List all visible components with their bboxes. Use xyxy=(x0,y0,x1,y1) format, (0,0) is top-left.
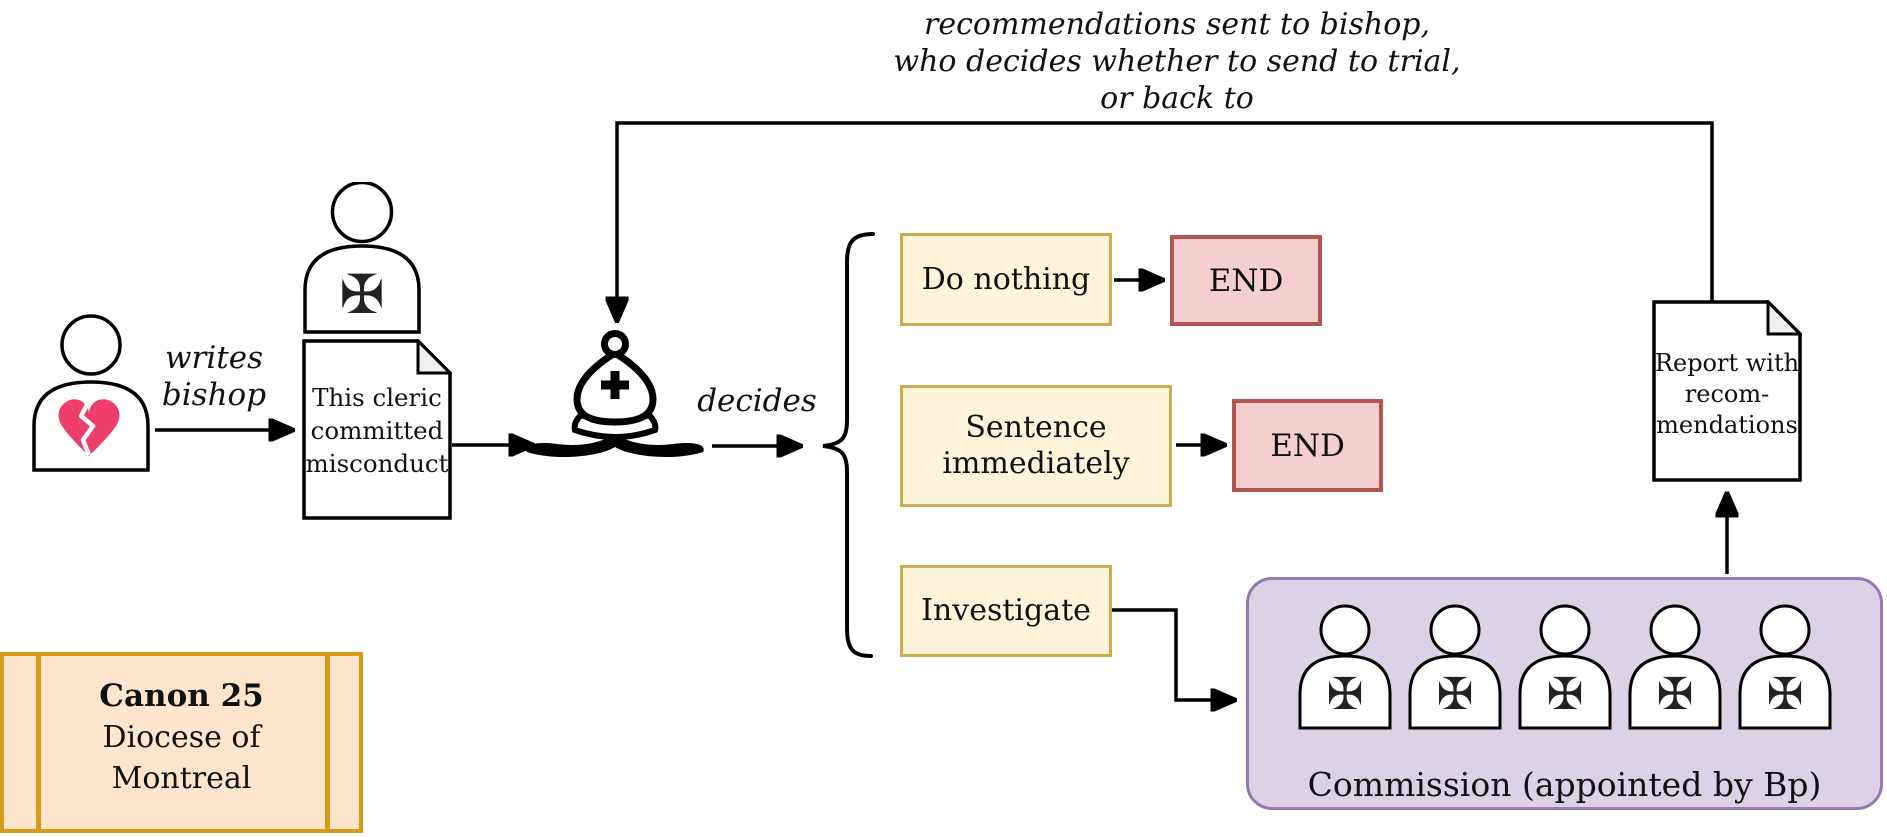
cleric-body xyxy=(1628,654,1722,730)
commission-member-cleric-icon: ✠ xyxy=(1408,604,1502,730)
end-node-1: END xyxy=(1170,235,1322,326)
cleric-body xyxy=(1408,654,1502,730)
end-node-2: END xyxy=(1232,399,1383,492)
caption-line: recommendations sent to bishop, xyxy=(923,7,1430,42)
commission-member-cleric-icon: ✠ xyxy=(1628,604,1722,730)
legend-rule-right xyxy=(325,656,330,829)
caption-line: or back to xyxy=(1100,81,1254,116)
writes-label-line: writes xyxy=(165,340,263,376)
cleric-body xyxy=(1738,654,1832,730)
legend-title: Canon 25 xyxy=(99,678,264,714)
cleric-head xyxy=(1759,604,1811,656)
decision-brace xyxy=(822,232,875,658)
caption-line: who decides whether to send to trial, xyxy=(893,44,1461,79)
complaint-text: This cleric committed misconduct xyxy=(302,381,452,480)
cleric-head xyxy=(1649,604,1701,656)
bishop-chess-icon xyxy=(526,330,704,458)
doc-line: This cleric xyxy=(312,383,442,412)
cleric-body xyxy=(1298,654,1392,730)
page-fold xyxy=(416,337,454,375)
legend-canon-box: Canon 25 Diocese of Montreal xyxy=(0,652,363,833)
maltese-cross-icon: ✠ xyxy=(1327,669,1364,720)
option-investigate: Investigate xyxy=(900,565,1112,657)
commission-members: ✠ ✠ ✠ ✠ ✠ xyxy=(1295,604,1835,730)
legend-line: Montreal xyxy=(111,761,252,796)
cleric-head xyxy=(1319,604,1371,656)
option-sentence-immediately: Sentence immediately xyxy=(900,385,1172,507)
legend-rule-left xyxy=(36,656,41,829)
legend-line: Diocese of xyxy=(102,720,261,755)
doc-line: Report with xyxy=(1654,349,1800,377)
decides-label: decides xyxy=(697,383,817,419)
commission-member-cleric-icon: ✠ xyxy=(1298,604,1392,730)
maltese-cross-icon: ✠ xyxy=(1657,669,1694,720)
writes-bishop-label: writes bishop xyxy=(158,340,270,414)
bishop-cross xyxy=(601,371,629,399)
doc-line: committed xyxy=(310,416,444,445)
legend-text: Canon 25 Diocese of Montreal xyxy=(4,676,359,799)
commission-member-cleric-icon: ✠ xyxy=(1738,604,1832,730)
cleric-head xyxy=(330,182,394,244)
maltese-cross-icon: ✠ xyxy=(339,263,384,326)
cleric-body xyxy=(1518,654,1612,730)
complainant-person-icon xyxy=(32,314,150,472)
maltese-cross-icon: ✠ xyxy=(1547,669,1584,720)
commission-member-cleric-icon: ✠ xyxy=(1518,604,1612,730)
feedback-caption: recommendations sent to bishop, who deci… xyxy=(877,6,1477,117)
document-icon xyxy=(1652,298,1804,482)
maltese-cross-icon: ✠ xyxy=(1767,669,1804,720)
cleric-head xyxy=(1539,604,1591,656)
document-icon xyxy=(302,337,454,520)
doc-line: misconduct xyxy=(305,449,449,478)
doc-line: mendations xyxy=(1656,411,1798,439)
page-outline xyxy=(1652,300,1802,482)
commission-box: ✠ ✠ ✠ ✠ ✠ Commission (appointed by Bp) xyxy=(1246,577,1883,810)
person-head xyxy=(60,314,122,376)
page-outline xyxy=(302,339,452,520)
doc-line: recom- xyxy=(1684,380,1770,408)
arrow-investigate-to-commission xyxy=(1112,608,1235,700)
cleric-head xyxy=(1429,604,1481,656)
broken-heart-icon xyxy=(58,399,120,456)
maltese-cross-icon: ✠ xyxy=(1437,669,1474,720)
report-text: Report with recom- mendations xyxy=(1652,348,1802,441)
bishop-base xyxy=(526,433,704,458)
accused-cleric-icon: ✠ xyxy=(303,182,421,334)
heart-crack xyxy=(78,399,96,456)
writes-label-line: bishop xyxy=(161,377,267,413)
bishop-ball xyxy=(601,330,629,358)
cleric-body xyxy=(303,244,421,334)
complaint-letter-document: This cleric committed misconduct xyxy=(302,337,454,520)
option-do-nothing: Do nothing xyxy=(900,233,1112,326)
report-document: Report with recom- mendations xyxy=(1652,298,1804,482)
commission-label: Commission (appointed by Bp) xyxy=(1307,765,1822,804)
feedback-loop-line xyxy=(617,121,1714,321)
page-fold xyxy=(1766,298,1804,336)
